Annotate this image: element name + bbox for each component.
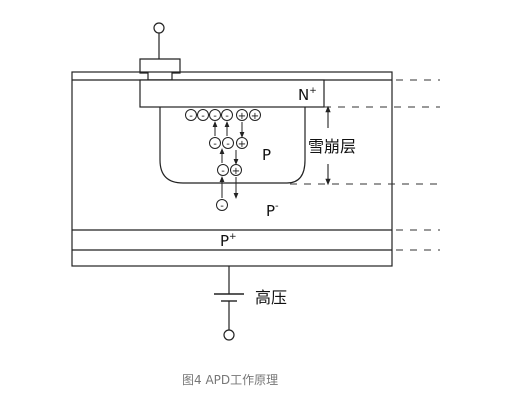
label-p-plus: P+ xyxy=(220,232,237,250)
label-p-region: P xyxy=(262,146,271,164)
figure-caption: 图4 APD工作原理 xyxy=(182,373,278,387)
electron-marker: - xyxy=(217,164,229,177)
label-p-plus-sup: + xyxy=(229,232,237,242)
n-plus-region xyxy=(139,79,325,108)
electron-marker: - xyxy=(185,109,197,122)
electron-marker: - xyxy=(197,109,209,122)
bottom-terminal-circle xyxy=(223,329,235,341)
electron-marker: - xyxy=(209,137,221,150)
bias-circuit xyxy=(214,266,244,341)
label-p-minus: P- xyxy=(266,201,279,220)
svg-text:-: - xyxy=(189,111,193,122)
label-p-minus-sup: - xyxy=(275,201,279,212)
label-p-plus-main: P xyxy=(220,232,229,250)
svg-text:-: - xyxy=(201,111,205,122)
svg-text:-: - xyxy=(213,111,217,122)
hole-marker: + xyxy=(249,109,261,122)
hole-marker: + xyxy=(230,164,242,177)
label-n-plus: N+ xyxy=(298,86,317,104)
svg-text:-: - xyxy=(225,111,229,122)
label-n-plus-main: N xyxy=(298,86,309,104)
carrier-drift-arrows xyxy=(212,121,245,199)
top-terminal xyxy=(153,22,165,59)
svg-text:-: - xyxy=(213,139,217,150)
svg-text:+: + xyxy=(232,166,240,177)
svg-text:-: - xyxy=(221,166,225,177)
svg-text:-: - xyxy=(220,201,224,212)
electron-marker: - xyxy=(209,109,221,122)
label-avalanche-layer: 雪崩层 xyxy=(308,137,356,156)
p-region-well xyxy=(159,107,306,184)
metal-contact xyxy=(139,58,181,81)
top-terminal-circle xyxy=(153,22,165,34)
electron-marker: - xyxy=(216,199,228,212)
label-high-voltage: 高压 xyxy=(255,288,287,307)
electron-marker: - xyxy=(222,137,234,150)
hole-marker: + xyxy=(236,109,248,122)
svg-text:+: + xyxy=(238,139,246,150)
label-p-minus-main: P xyxy=(266,202,275,220)
hole-marker: + xyxy=(236,137,248,150)
electron-marker: - xyxy=(221,109,233,122)
dashed-guides xyxy=(290,79,440,251)
substrate-body xyxy=(71,71,393,267)
label-n-plus-sup: + xyxy=(309,86,317,96)
svg-text:+: + xyxy=(238,111,246,122)
svg-text:+: + xyxy=(251,111,259,122)
svg-text:-: - xyxy=(226,139,230,150)
carrier-markers: - - - - + + - - + - + - xyxy=(185,109,261,212)
